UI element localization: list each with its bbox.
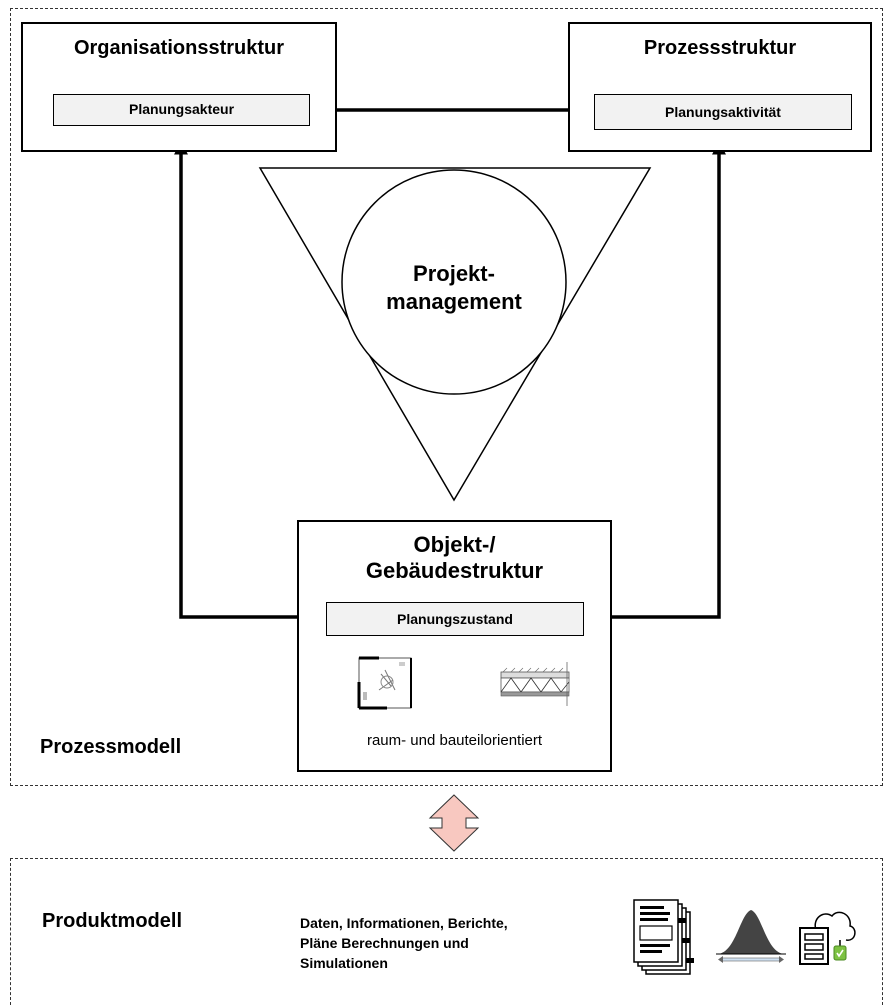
wall-section-icon bbox=[500, 662, 570, 706]
projektmanagement-circle bbox=[341, 169, 567, 395]
server-cloud-icon bbox=[799, 911, 856, 965]
organisationsstruktur-box: Organisationsstruktur Planungsakteur bbox=[21, 22, 337, 152]
prozessstruktur-title: Prozessstruktur bbox=[643, 37, 797, 59]
prozessmodell-label: Prozessmodell bbox=[40, 736, 182, 758]
prozess-zustand-arrow bbox=[581, 140, 726, 624]
produktmodell-desc-line2: Pläne Berechnungen und bbox=[300, 935, 469, 951]
projektmanagement-label: Projekt- management bbox=[354, 260, 554, 316]
produktmodell-desc-line3: Simulationen bbox=[300, 955, 388, 971]
documents-stack-icon bbox=[633, 899, 694, 975]
organisationsstruktur-title: Organisationsstruktur bbox=[73, 37, 285, 59]
projektmanagement-line1: Projekt- bbox=[413, 261, 495, 286]
gebaeudestruktur-title-line2: Gebäudestruktur bbox=[365, 558, 544, 583]
produktmodell-description: Daten, Informationen, Berichte, Pläne Be… bbox=[300, 913, 508, 973]
projektmanagement-line2: management bbox=[386, 289, 522, 314]
distribution-chart-icon bbox=[716, 910, 786, 963]
planungsaktivitaet-box: Planungsaktivität bbox=[594, 94, 852, 130]
gebaeudestruktur-caption: raum- und bauteilorientiert bbox=[366, 732, 543, 749]
produktmodell-label: Produktmodell bbox=[42, 910, 183, 932]
floor-plan-icon bbox=[357, 656, 412, 710]
prozessstruktur-box: Prozessstruktur Planungsaktivität bbox=[568, 22, 872, 152]
produktmodell-desc-line1: Daten, Informationen, Berichte, bbox=[300, 915, 508, 931]
planungsakteur-box: Planungsakteur bbox=[53, 94, 310, 126]
planungszustand-box: Planungszustand bbox=[326, 602, 584, 636]
model-exchange-arrow bbox=[428, 794, 480, 852]
gebaeudestruktur-box: Objekt-/ Gebäudestruktur Planungszustand… bbox=[297, 520, 612, 772]
organisation-zustand-arrow bbox=[174, 140, 326, 624]
gebaeudestruktur-title-line1: Objekt-/ bbox=[413, 532, 496, 557]
